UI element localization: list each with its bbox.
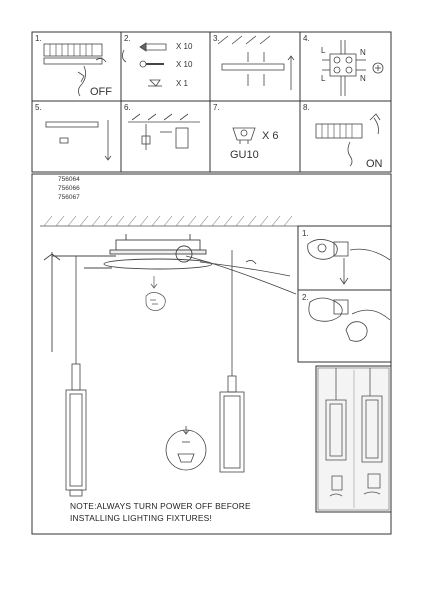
safety-note-line-2: INSTALLING LIGHTING FIXTURES! — [70, 513, 212, 523]
step1-drawing — [43, 43, 107, 97]
side-panel-photo — [315, 365, 392, 513]
side-step-1-number: 1. — [302, 229, 309, 238]
model-number: 756067 — [58, 194, 80, 201]
model-number: 756066 — [58, 185, 80, 192]
steps-grid — [31, 31, 392, 173]
bulb-detail — [165, 426, 207, 471]
off-label: OFF — [90, 86, 112, 98]
step-6-number: 6. — [124, 103, 131, 112]
side-panel-drawing — [307, 239, 391, 342]
terminal-n-bottom: N — [360, 74, 366, 83]
step-5-number: 5. — [35, 103, 42, 112]
step-3-number: 3. — [213, 34, 220, 43]
step8-drawing — [315, 113, 381, 167]
pendants — [65, 250, 297, 497]
step2-drawing — [122, 42, 167, 87]
terminal-n-top: N — [360, 48, 366, 57]
terminal-l-bottom: L — [321, 74, 326, 83]
model-number: 756064 — [58, 176, 80, 183]
side-panel — [297, 225, 392, 363]
step-2-number: 2. — [124, 34, 131, 43]
bulb-qty: X 6 — [262, 130, 279, 142]
side-step-2-number: 2. — [302, 293, 309, 302]
hand-icon — [145, 276, 166, 311]
anchor-qty: X 10 — [176, 60, 193, 69]
terminal-l-top: L — [321, 46, 326, 55]
step3-drawing — [217, 35, 295, 90]
bulb-type-label: GU10 — [230, 149, 259, 161]
step-1-number: 1. — [35, 34, 42, 43]
on-label: ON — [366, 158, 383, 170]
step-7-number: 7. — [213, 103, 220, 112]
ceiling — [40, 215, 300, 227]
step6-drawing — [128, 113, 200, 150]
gu10-bulb-icon — [232, 127, 256, 144]
step-4-number: 4. — [303, 34, 310, 43]
step4-drawing — [322, 40, 384, 96]
canopy — [43, 234, 213, 352]
key-qty: X 1 — [176, 79, 189, 88]
step-8-number: 8. — [303, 103, 310, 112]
safety-note-line-1: NOTE:ALWAYS TURN POWER OFF BEFORE — [70, 501, 251, 511]
step5-drawing — [45, 120, 112, 161]
screw-qty: X 10 — [176, 42, 193, 51]
